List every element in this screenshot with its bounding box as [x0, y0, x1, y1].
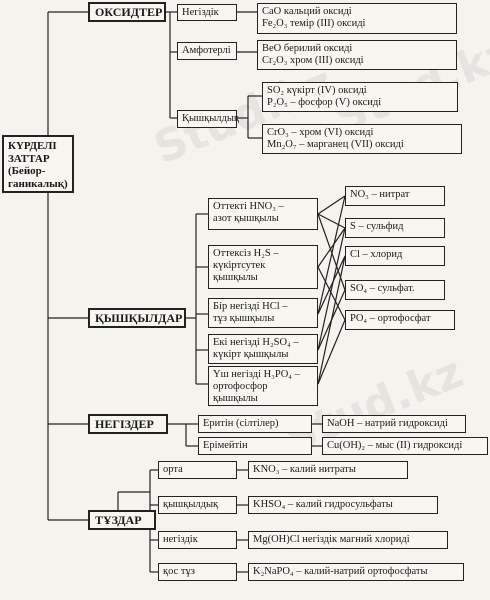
category-oxides: ОКСИДТЕР — [88, 2, 166, 22]
category-bases: НЕГІЗДЕР — [88, 414, 168, 434]
root-complex-substances: КҮРДЕЛІ ЗАТТАР (Бейор- ганикалық) — [2, 135, 74, 193]
salt-type-label: қышқылдық — [158, 496, 237, 514]
oxide-basic-examples: CaO кальций оксиді Fe₂O₃ темір (III) окс… — [257, 3, 457, 34]
salt-example: KHSO₄ – калий гидросульфаты — [248, 496, 438, 514]
acid-residue: S – сульфид — [345, 218, 445, 238]
acid-item: Оттексіз H₂S – күкіртсутек қышқылы — [208, 245, 318, 289]
acid-item: Оттекті HNO₃ – азот қышқылы — [208, 198, 318, 230]
oxide-amphoteric-examples: BeO берилий оксиді Cr₂O₃ хром (III) окси… — [257, 40, 457, 70]
acid-residue: PO₄ – ортофосфат — [345, 310, 455, 330]
oxide-acidic-examples-1: SO₂ күкірт (IV) оксиді P₂O₅ – фосфор (V)… — [262, 82, 458, 112]
salt-type-label: орта — [158, 461, 237, 479]
salt-example: K₂NaPO₄ – калий-натрий ортофосфаты — [248, 563, 464, 581]
base-insoluble-example: Cu(OH)₂ – мыс (II) гидроксиді — [322, 437, 488, 455]
salt-type-label: негіздік — [158, 531, 237, 549]
acid-item: Екі негізді H₂SO₄ – күкірт қышқылы — [208, 334, 318, 364]
oxide-acidic-label: Қышқылдық — [177, 110, 239, 128]
category-acids: ҚЫШҚЫЛДАР — [88, 308, 186, 328]
acid-item: Үш негізді H₃PO₄ – ортофосфор қышқылы — [208, 366, 318, 406]
salt-example: KNO₃ – калий нитраты — [248, 461, 408, 479]
salt-type-label: қос тұз — [158, 563, 237, 581]
oxide-basic-label: Негіздік — [177, 4, 237, 21]
salt-example: Mg(OH)Cl негіздік магний хлориді — [248, 531, 448, 549]
oxide-acidic-examples-2: CrO₃ – хром (VI) оксиді Mn₂O₇ – марганец… — [262, 124, 462, 154]
base-insoluble-label: Ерімейтін — [198, 437, 312, 455]
oxide-amphoteric-label: Амфотерлі — [177, 42, 237, 60]
acid-residue: SO₄ – сульфат. — [345, 280, 445, 300]
acid-residue: NO₃ – нитрат — [345, 186, 445, 206]
acid-residue: Cl – хлорид — [345, 246, 445, 266]
category-salts: ТҰЗДАР — [88, 510, 156, 530]
acid-item: Бір негізді HCl – тұз қышқылы — [208, 298, 318, 328]
base-soluble-label: Еритін (сілтілер) — [198, 415, 312, 433]
base-soluble-example: NaOH – натрий гидроксиді — [322, 415, 466, 433]
